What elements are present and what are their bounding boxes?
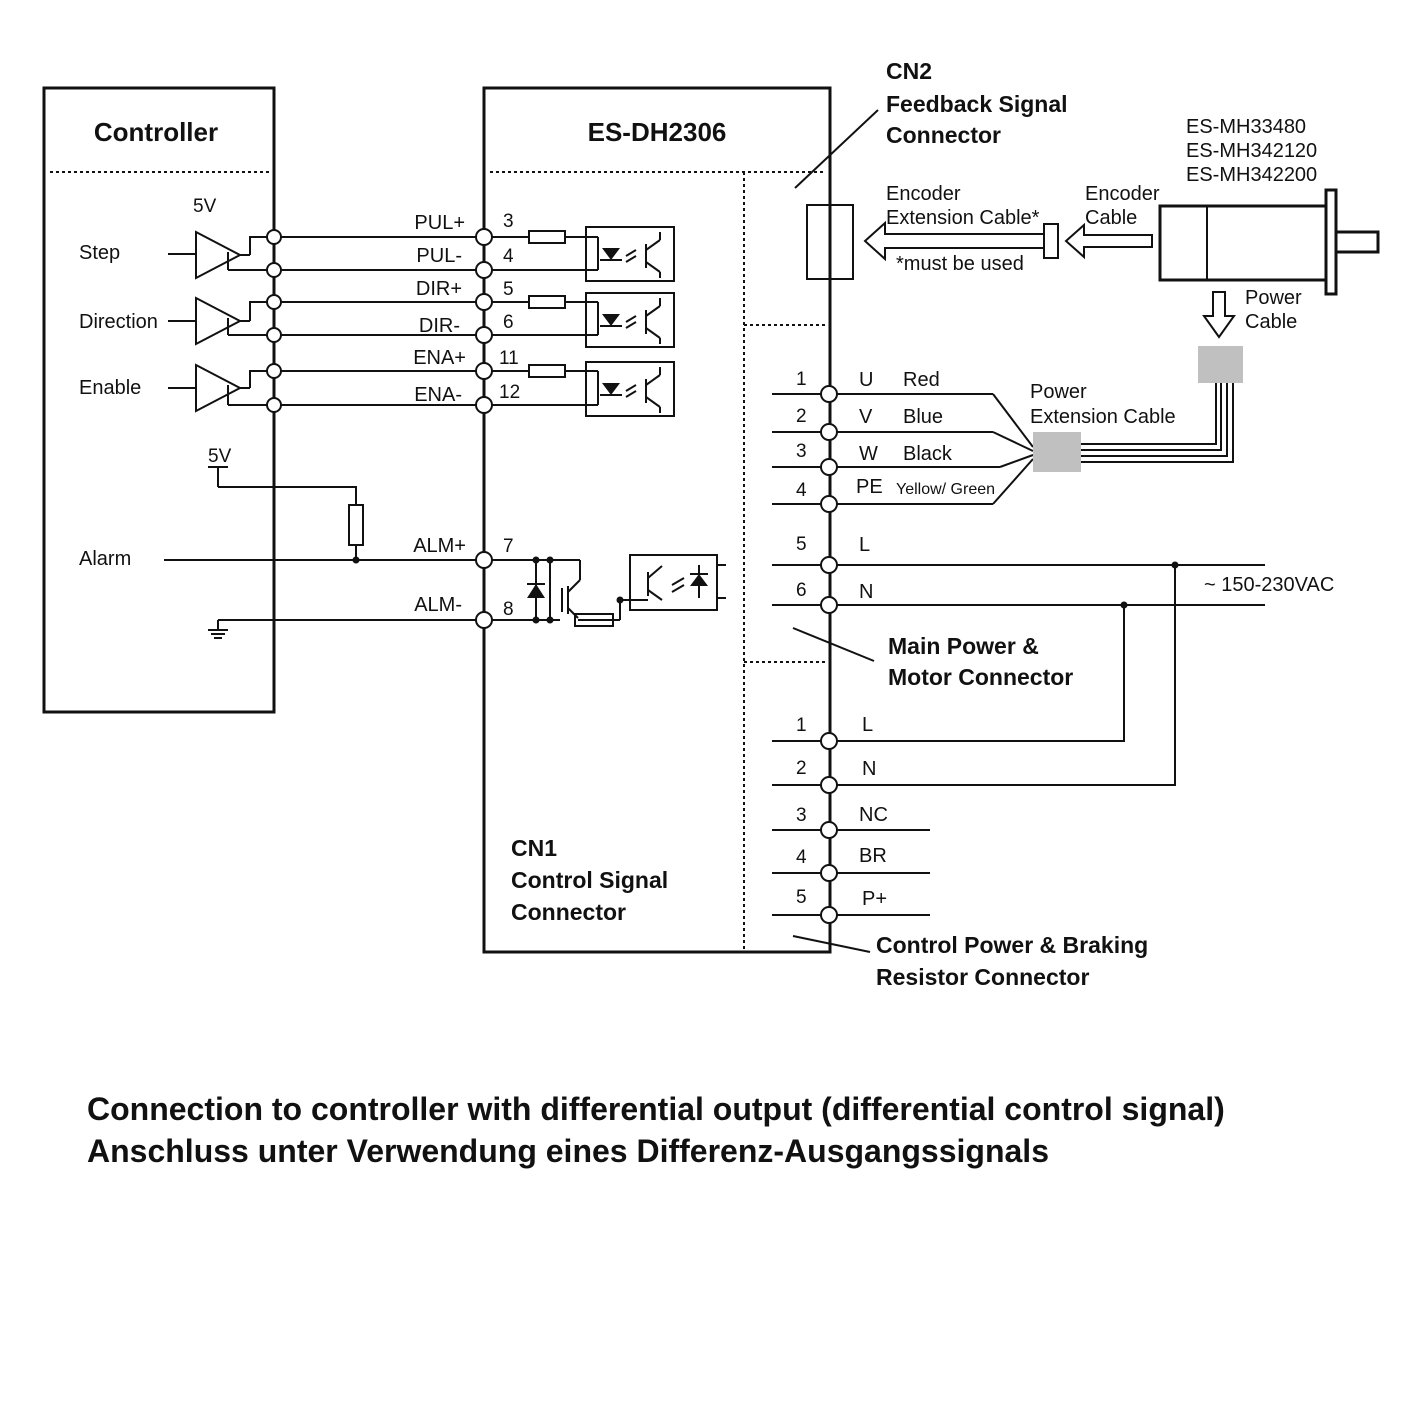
cn1-pin-number: 11	[499, 348, 519, 369]
power-ext-cable-line1: Power	[1030, 381, 1087, 403]
direction-driver-symbol	[168, 296, 274, 346]
motor-body	[1158, 204, 1328, 282]
encoder-cable-plug	[1043, 223, 1059, 259]
control-power-name-line1: Control Power & Braking	[876, 932, 1148, 958]
encoder-ext-cable-line2: Extension Cable*	[886, 207, 1040, 229]
main-power-name-line2: Motor Connector	[888, 664, 1073, 690]
main-pin-number: 6	[796, 580, 807, 601]
wire-color-label: Yellow/ Green	[896, 481, 995, 498]
caption-line2: Anschluss unter Verwendung eines Differe…	[87, 1133, 1049, 1169]
power-cable-plug	[1198, 346, 1243, 383]
arrow-down-icon	[1202, 291, 1236, 339]
cn1-name-line2: Connector	[511, 899, 626, 925]
cn1-signal-label: ALM-	[414, 594, 462, 616]
wire-color-label: Blue	[903, 406, 943, 428]
main-pin-number: 1	[796, 369, 807, 390]
main-power-name-line1: Main Power &	[888, 633, 1039, 659]
motor-shaft	[1334, 230, 1380, 254]
alarm-pullup-circuit	[164, 466, 484, 639]
dir-optocoupler	[484, 292, 675, 348]
power-cable-line2: Cable	[1245, 311, 1297, 333]
main-pin-number: 2	[796, 406, 807, 427]
encoder-ext-cable-line1: Encoder	[886, 183, 961, 205]
power-cable-line1: Power	[1245, 287, 1302, 309]
cn2-plug	[806, 204, 854, 280]
main-pin-number: 4	[796, 480, 807, 501]
step-label: Step	[79, 242, 120, 264]
cn1-signal-label: PUL+	[414, 212, 465, 234]
driver-block: ES-DH2306 CN1 Control Signal Connector P…	[413, 86, 832, 954]
main-pin-signal: L	[859, 534, 870, 556]
main-pin-number: 5	[796, 534, 807, 555]
ctrl-pin-signal: N	[862, 758, 876, 780]
cn1-pin-number: 6	[503, 312, 514, 333]
ctrl-pin-number: 1	[796, 715, 807, 736]
ctrl-pin-number: 4	[796, 847, 807, 868]
cn1-name-line1: Control Signal	[511, 867, 668, 893]
control-signal-wires	[266, 229, 484, 413]
cn1-pin-number: 12	[499, 382, 520, 403]
ctrl-pin-signal: P+	[862, 888, 887, 910]
motor-model: ES-MH33480	[1186, 116, 1306, 138]
encoder-cable-line2: Cable	[1085, 207, 1137, 229]
cn1-pin-number: 8	[503, 599, 514, 620]
motor-model: ES-MH342200	[1186, 164, 1317, 186]
arrow-left-icon	[1064, 222, 1153, 260]
cn1-signal-label: PUL-	[416, 245, 462, 267]
main-pin-signal: W	[859, 443, 878, 465]
ctrl-pin-signal: BR	[859, 845, 887, 867]
step-driver-symbol	[168, 230, 274, 280]
ctrl-pin-number: 5	[796, 887, 807, 908]
alarm-output-circuit	[484, 554, 726, 627]
enable-driver-symbol	[168, 363, 274, 413]
driver-title: ES-DH2306	[588, 117, 727, 147]
ctrl-pin-number: 2	[796, 758, 807, 779]
cn1-signal-label: ENA-	[414, 384, 462, 406]
cn2-name-line1: Feedback Signal	[886, 91, 1068, 117]
cn1-signal-label: DIR+	[416, 278, 462, 300]
main-pin-signal: U	[859, 369, 873, 391]
motor-model: ES-MH342120	[1186, 140, 1317, 162]
controller-title: Controller	[94, 117, 218, 147]
main-pin-signal: V	[859, 406, 873, 428]
cn2-feedback-connector: CN2 Feedback Signal Connector Encoder Ex…	[794, 58, 1160, 280]
voltage-label: ~ 150-230VAC	[1204, 574, 1334, 596]
controller-supply-label: 5V	[193, 196, 217, 217]
main-power-motor-connector: 1 2 3 4 5 6 U V W PE L N Red Blue Black …	[772, 369, 1334, 690]
cn2-name-line2: Connector	[886, 122, 1001, 148]
cn1-pin-number: 7	[503, 536, 514, 557]
control-power-braking-connector: 1 2 3 4 5 L N NC BR P+ Control Power & B…	[772, 561, 1179, 990]
cn1-pin-number: 4	[503, 246, 514, 267]
ctrl-pin-signal: NC	[859, 804, 888, 826]
must-be-used-note: *must be used	[896, 253, 1024, 275]
main-pin-number: 3	[796, 441, 807, 462]
encoder-cable-line1: Encoder	[1085, 183, 1160, 205]
caption-line1: Connection to controller with differenti…	[87, 1091, 1225, 1127]
cn1-pin-number: 5	[503, 279, 514, 300]
alarm-label: Alarm	[79, 548, 131, 570]
controller-block: Controller 5V Step Direction Enable 5V A…	[42, 86, 484, 714]
cn1-signal-label: ALM+	[413, 535, 466, 557]
wire-color-label: Black	[903, 443, 953, 465]
direction-label: Direction	[79, 311, 158, 333]
power-extension-plug	[1033, 432, 1081, 472]
ena-optocoupler	[484, 361, 675, 417]
ctrl-pin-signal: L	[862, 714, 873, 736]
pullup-resistor	[348, 504, 364, 546]
alarm-supply-label: 5V	[208, 446, 232, 467]
enable-label: Enable	[79, 377, 141, 399]
cn2-title: CN2	[886, 58, 932, 84]
cn1-pin-number: 3	[503, 211, 514, 232]
wire-color-label: Red	[903, 369, 940, 391]
cn1-signal-label: ENA+	[413, 347, 466, 369]
motor: ES-MH33480 ES-MH342120 ES-MH342200 Power…	[1158, 116, 1380, 383]
ctrl-pin-number: 3	[796, 805, 807, 826]
power-ext-cable-line2: Extension Cable	[1030, 406, 1176, 428]
control-power-name-line2: Resistor Connector	[876, 964, 1089, 990]
cn1-signal-label: DIR-	[419, 315, 460, 337]
main-pin-signal: PE	[856, 476, 883, 498]
main-pin-signal: N	[859, 581, 873, 603]
cn1-title: CN1	[511, 835, 557, 861]
